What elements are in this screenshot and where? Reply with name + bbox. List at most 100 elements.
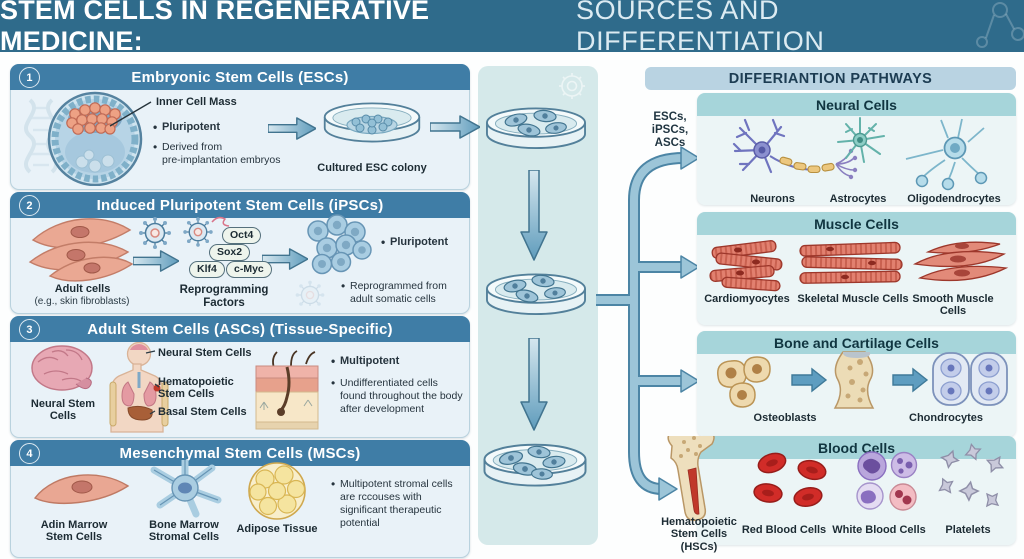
dendrite-tuft-icon [835,148,858,180]
molecule-decoration-icon [976,2,1024,48]
panel1-bullet-pluripotent: Pluripotent [152,120,282,135]
factor-pill-oct4: Oct4 [222,227,262,245]
bone-cartilage-header: Bone and Cartilage Cells [697,331,1016,354]
neuron-icon [732,118,786,174]
callout-basal-stem-cells: Basal Stem Cells [158,406,247,418]
femur-bone-icon [667,436,715,522]
oligodendrocytes-label: Oligodendrocytes [907,193,1001,205]
bone-arrow-2 [892,367,929,393]
chondrocytes-icon [932,352,1008,406]
bone-cartilage-illustration [717,351,1008,409]
panel2-header: 2 Induced Pluripotent Stem Cells (iPSCs) [10,192,470,218]
factor-pill-klf4: Klf4 [189,261,225,279]
panel1-title: Embryonic Stem Cells (ESCs) [131,68,349,86]
cardiomyocytes-label: Cardiomyocytes [704,293,790,305]
panel4-title: Mesenchymal Stem Cells (MSCs) [119,444,361,462]
neural-cells-illustration [732,117,988,191]
astrocytes-label: Astrocytes [829,193,887,205]
neural-stem-cells-brain-label: Neural Stem Cells [30,398,96,423]
page-header: STEM CELLS IN REGENERATIVE MEDICINE: SOU… [0,0,1024,56]
blastocyst-illustration [47,91,152,186]
rna-squiggle-icon [211,216,230,227]
panel2-title: Induced Pluripotent Stem Cells (iPSCs) [96,196,384,214]
platelets-label: Platelets [945,524,991,536]
panel4-header: 4 Mesenchymal Stem Cells (MSCs) [10,440,470,466]
skeletal-muscle-label: Skeletal Muscle Cells [797,293,909,305]
virus-decoration-icon [559,73,585,99]
red-blood-cells-icon [753,452,827,508]
page-title-rest: SOURCES AND DIFFERENTIATION [575,0,825,56]
muscle-cells-illustration [709,240,1009,292]
panel1-arrow [268,117,316,140]
callout-hematopoietic-stem-cells: Hematopoietic Stem Cells [158,376,234,401]
fibroblast-cells-illustration [28,218,134,282]
panel4-number-badge: 4 [19,443,40,464]
red-blood-cells-label: Red Blood Cells [741,524,827,536]
reprogramming-factors-label: Reprogramming Factors [179,284,269,309]
callout-neural-stem-cells: Neural Stem Cells [158,347,252,359]
adult-cells-sublabel: (e.g., skin fibroblasts) [34,296,130,307]
bone-arrow-1 [791,367,828,393]
myelin-sheath-icon [779,156,835,174]
skin-section-illustration [255,350,319,430]
panel3-bullet-undifferentiated: Undifferentiated cells found throughout … [330,376,472,416]
factor-pill-sox2: Sox2 [209,244,251,262]
neurons-label: Neurons [750,193,795,205]
brain-illustration [31,345,93,391]
panel3-bullet-multipotent: Multipotent [330,354,440,369]
oligodendrocyte-icon [905,118,988,191]
pathways-header: DIFFERIANTION PATHWAYS [645,67,1016,90]
virus-decoration-faint-icon [294,279,326,306]
cultured-esc-colony-label: Cultured ESC colony [317,162,427,174]
panel4-illustration [33,460,306,520]
virus-icon-1 [138,216,172,250]
petri-dish-top-illustration [486,107,586,150]
blood-cells-illustration [667,436,1008,522]
human-body-illustration [109,342,169,433]
smooth-muscle-label: Smooth Muscle Cells [912,293,994,318]
white-blood-cells-label: White Blood Cells [832,524,926,536]
virus-icon-2 [182,216,214,248]
petri-dish-bottom-illustration [483,443,587,487]
astrocyte-icon [837,117,885,163]
adipose-tissue-illustration [248,462,306,520]
white-blood-cells-icon [856,451,918,511]
neural-cells-header: Neural Cells [697,93,1016,116]
hsc-label: Hematopoietic Stem Cells (HSCs) [661,516,737,553]
ipsc-cluster-illustration [307,214,372,275]
cardiomyocytes-icon [709,240,783,292]
down-arrow-1 [520,170,548,261]
panel1-to-strip-arrow [430,115,480,139]
chondrocytes-label: Chondrocytes [909,412,983,424]
callout-lines [145,350,160,415]
adipose-tissue-label: Adipose Tissue [236,523,318,535]
down-arrow-2 [520,338,548,431]
panel2-arrow-1 [133,250,179,272]
panel2-illustration [28,214,372,306]
muscle-cells-header: Muscle Cells [697,212,1016,235]
branching-arrows [596,146,700,501]
stromal-cell-illustration [150,460,222,518]
panel2-bullet-reprogrammed: Reprogrammed from adult somatic cells [340,279,470,306]
factor-pill-cmyc: c-Myc [226,261,272,279]
panel1-bullet-derived: Derived from pre-implantation embryos [152,140,297,167]
bone-marrow-stromal-label: Bone Marrow Stromal Cells [148,519,220,544]
panel2-bullet-pluripotent: Pluripotent [380,235,470,250]
panel3-title: Adult Stem Cells (ASCs) (Tissue-Specific… [87,320,393,338]
platelets-icon [934,442,1008,512]
panel1-header: 1 Embryonic Stem Cells (ESCs) [10,64,470,90]
panel3-header: 3 Adult Stem Cells (ASCs) (Tissue-Specif… [10,316,470,342]
panel3-illustration [31,342,319,433]
panel3-number-badge: 3 [19,319,40,340]
inner-cell-mass-label: Inner Cell Mass [156,96,237,108]
page-title-strong: STEM CELLS IN REGENERATIVE MEDICINE: [0,0,430,56]
osteoblasts-label: Osteoblasts [753,412,817,424]
panel1-illustration [24,91,421,186]
skeletal-muscle-icon [799,241,903,284]
panel1-number-badge: 1 [19,67,40,88]
spindle-cell-illustration [33,474,130,505]
adult-cells-label: Adult cells [54,283,111,295]
panel4-bullet-stromal: Multipotent stromal cells are rccouses w… [330,477,476,531]
bone-matrix-icon [833,351,875,409]
smooth-muscle-icon [912,241,1009,282]
